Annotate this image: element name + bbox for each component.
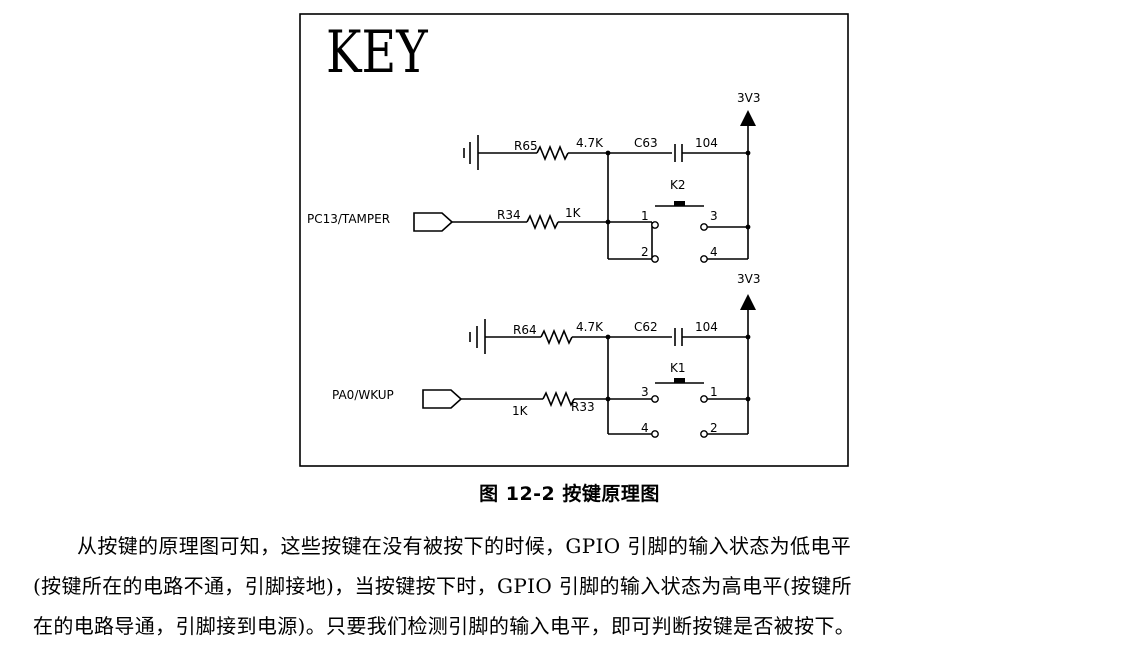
ground-symbol	[469, 319, 486, 354]
switch-k1-pin-3: 3	[641, 385, 649, 399]
switch-k2-pins	[651, 221, 708, 263]
circuit-k2	[413, 124, 749, 260]
paragraph-line-3: 在的电路导通，引脚接到电源)。只要我们检测引脚的输入电平，即可判断按键是否被按下…	[33, 614, 856, 638]
switch-k2-pin-4: 4	[710, 245, 718, 259]
resistor-r33	[542, 390, 575, 408]
resistor-r64-name: R64	[513, 323, 537, 337]
signal-connector-pc13	[413, 212, 454, 232]
paragraph-line-1: 从按键的原理图可知，这些按键在没有被按下的时候，GPIO 引脚的输入状态为低电平	[77, 534, 852, 558]
switch-k1-name: K1	[670, 361, 686, 375]
supply-label-1: 3V3	[737, 91, 760, 105]
signal-label-pa0: PA0/WKUP	[332, 388, 394, 402]
junction-dots-k2	[605, 150, 751, 230]
body-paragraph: 从按键的原理图可知，这些按键在没有被按下的时候，GPIO 引脚的输入状态为低电平…	[0, 526, 1139, 646]
signal-label-pc13: PC13/TAMPER	[307, 212, 390, 226]
resistor-r34-name: R34	[497, 208, 521, 222]
circuit-k1	[422, 310, 749, 435]
paragraph-line-2: (按键所在的电路不通，引脚接地)，当按键按下时，GPIO 引脚的输入状态为高电平…	[33, 574, 852, 598]
signal-connector-pa0	[422, 389, 463, 409]
resistor-r33-value: 1K	[512, 404, 529, 418]
resistor-r34	[526, 213, 559, 231]
switch-k1-pin-4: 4	[641, 421, 649, 435]
capacitor-c62-name: C62	[634, 320, 658, 334]
resistor-r33-name: R33	[571, 400, 595, 414]
supply-arrow-1	[740, 110, 756, 126]
capacitor-c62-value: 104	[695, 320, 718, 334]
figure-caption: 图 12-2 按键原理图	[479, 483, 660, 505]
junction-dots-k1	[605, 334, 751, 402]
switch-k2-pin-1: 1	[641, 209, 649, 223]
resistor-r65-name: R65	[514, 139, 538, 153]
supply-arrow-2	[740, 294, 756, 310]
capacitor-c63-value: 104	[695, 136, 718, 150]
key-schematic: KEY	[299, 13, 849, 467]
resistor-r64-value: 4.7K	[576, 320, 604, 334]
supply-label-2: 3V3	[737, 272, 760, 286]
switch-k1-pins	[651, 395, 708, 438]
switch-k1-pin-2: 2	[710, 421, 718, 435]
switch-k2-pin-3: 3	[710, 209, 718, 223]
switch-k1-pin-1: 1	[710, 385, 718, 399]
resistor-r65-value: 4.7K	[576, 136, 604, 150]
ground-symbol	[463, 135, 479, 170]
capacitor-c63-name: C63	[634, 136, 658, 150]
figure-frame	[299, 13, 849, 467]
switch-k2-name: K2	[670, 178, 686, 192]
resistor-r65	[536, 144, 569, 162]
resistor-r64	[540, 328, 573, 346]
resistor-r34-value: 1K	[565, 206, 582, 220]
switch-k2-pin-2: 2	[641, 245, 649, 259]
figure-title: KEY	[326, 18, 429, 86]
